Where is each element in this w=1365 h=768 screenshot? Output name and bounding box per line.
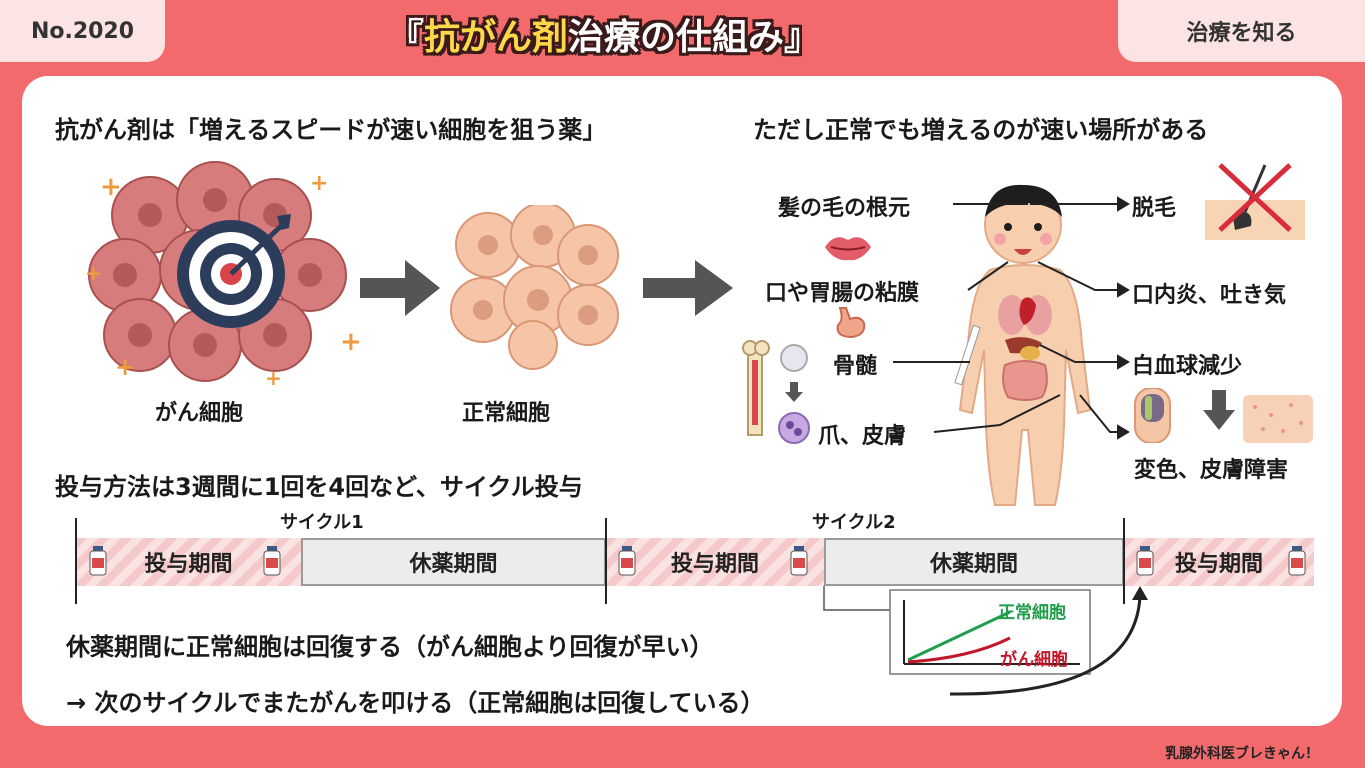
skin-icon bbox=[1243, 395, 1313, 443]
site-mucosa: 口や胃腸の粘膜 bbox=[765, 281, 920, 306]
human-body-illustration bbox=[954, 184, 1092, 506]
cycle-1-label: サイクル1 bbox=[280, 512, 364, 533]
cancer-cell-label: がん細胞 bbox=[155, 401, 244, 426]
vial-icon bbox=[89, 546, 107, 576]
svg-text:+: + bbox=[85, 261, 102, 285]
dose-period-3: 投与期間 bbox=[1124, 538, 1314, 586]
hair-loss-icon bbox=[1205, 163, 1305, 240]
stomach-icon bbox=[836, 307, 866, 339]
svg-text:+: + bbox=[340, 327, 362, 357]
left-heading: 抗がん剤は「増えるスピードが速い細胞を狙う薬」 bbox=[55, 116, 607, 144]
next-cycle-text: → 次のサイクルでまたがんを叩ける（正常細胞は回復している） bbox=[66, 689, 765, 717]
right-heading: ただし正常でも増えるのが速い場所がある bbox=[753, 116, 1209, 144]
site-bone-marrow: 骨髄 bbox=[833, 354, 878, 379]
svg-text:+: + bbox=[265, 366, 282, 390]
cycle-tick bbox=[1123, 518, 1125, 604]
category-badge: 治療を知る bbox=[1118, 0, 1365, 62]
dose-period-2: 投与期間 bbox=[606, 538, 824, 586]
svg-text:+: + bbox=[100, 172, 122, 202]
page-title: 『抗がん剤治療の仕組み』 bbox=[388, 17, 821, 58]
author-credit: 乳腺外科医ブレきゃん！ bbox=[1165, 746, 1319, 762]
episode-number: No.2020 bbox=[0, 0, 165, 62]
site-nail-skin: 爪、皮膚 bbox=[818, 424, 907, 449]
vial-icon bbox=[790, 546, 808, 576]
svg-text:+: + bbox=[310, 171, 328, 196]
cycle-2-label: サイクル2 bbox=[812, 512, 896, 533]
site-hair-root: 髪の毛の根元 bbox=[778, 196, 911, 221]
vial-icon bbox=[1136, 546, 1154, 576]
cycle-heading: 投与方法は3週間に1回を4回など、サイクル投与 bbox=[55, 473, 583, 501]
lips-icon bbox=[825, 237, 871, 261]
target-icon bbox=[177, 214, 291, 328]
rest-period-1: 休薬期間 bbox=[301, 538, 606, 586]
normal-cell-label: 正常細胞 bbox=[462, 401, 551, 426]
bone-marrow-icon bbox=[742, 340, 810, 444]
vial-icon bbox=[1288, 546, 1306, 576]
vial-icon bbox=[263, 546, 281, 576]
title-highlight: 抗がん剤 bbox=[424, 17, 569, 58]
effect-stomatitis: 口内炎、吐き気 bbox=[1132, 283, 1287, 308]
recovery-text: 休薬期間に正常細胞は回復する（がん細胞より回復が早い） bbox=[66, 633, 714, 661]
vial-icon bbox=[618, 546, 636, 576]
effect-leukopenia: 白血球減少 bbox=[1132, 354, 1243, 379]
graph-cancer-label: がん細胞 bbox=[1000, 650, 1068, 670]
arrow-right-icon bbox=[360, 260, 440, 316]
normal-cells-illustration bbox=[450, 205, 619, 370]
arrow-down-icon bbox=[1203, 390, 1235, 430]
rest-period-2: 休薬期間 bbox=[824, 538, 1124, 586]
recovery-graph bbox=[823, 586, 1148, 696]
arrow-right-icon bbox=[643, 260, 733, 316]
effect-hair-loss: 脱毛 bbox=[1132, 196, 1177, 221]
cycle-tick bbox=[75, 518, 77, 604]
effect-skin-disorder: 変色、皮膚障害 bbox=[1134, 458, 1289, 483]
nail-icon bbox=[1134, 388, 1171, 443]
cycle-tick bbox=[605, 518, 607, 604]
graph-normal-label: 正常細胞 bbox=[998, 603, 1066, 623]
svg-text:+: + bbox=[115, 353, 135, 381]
